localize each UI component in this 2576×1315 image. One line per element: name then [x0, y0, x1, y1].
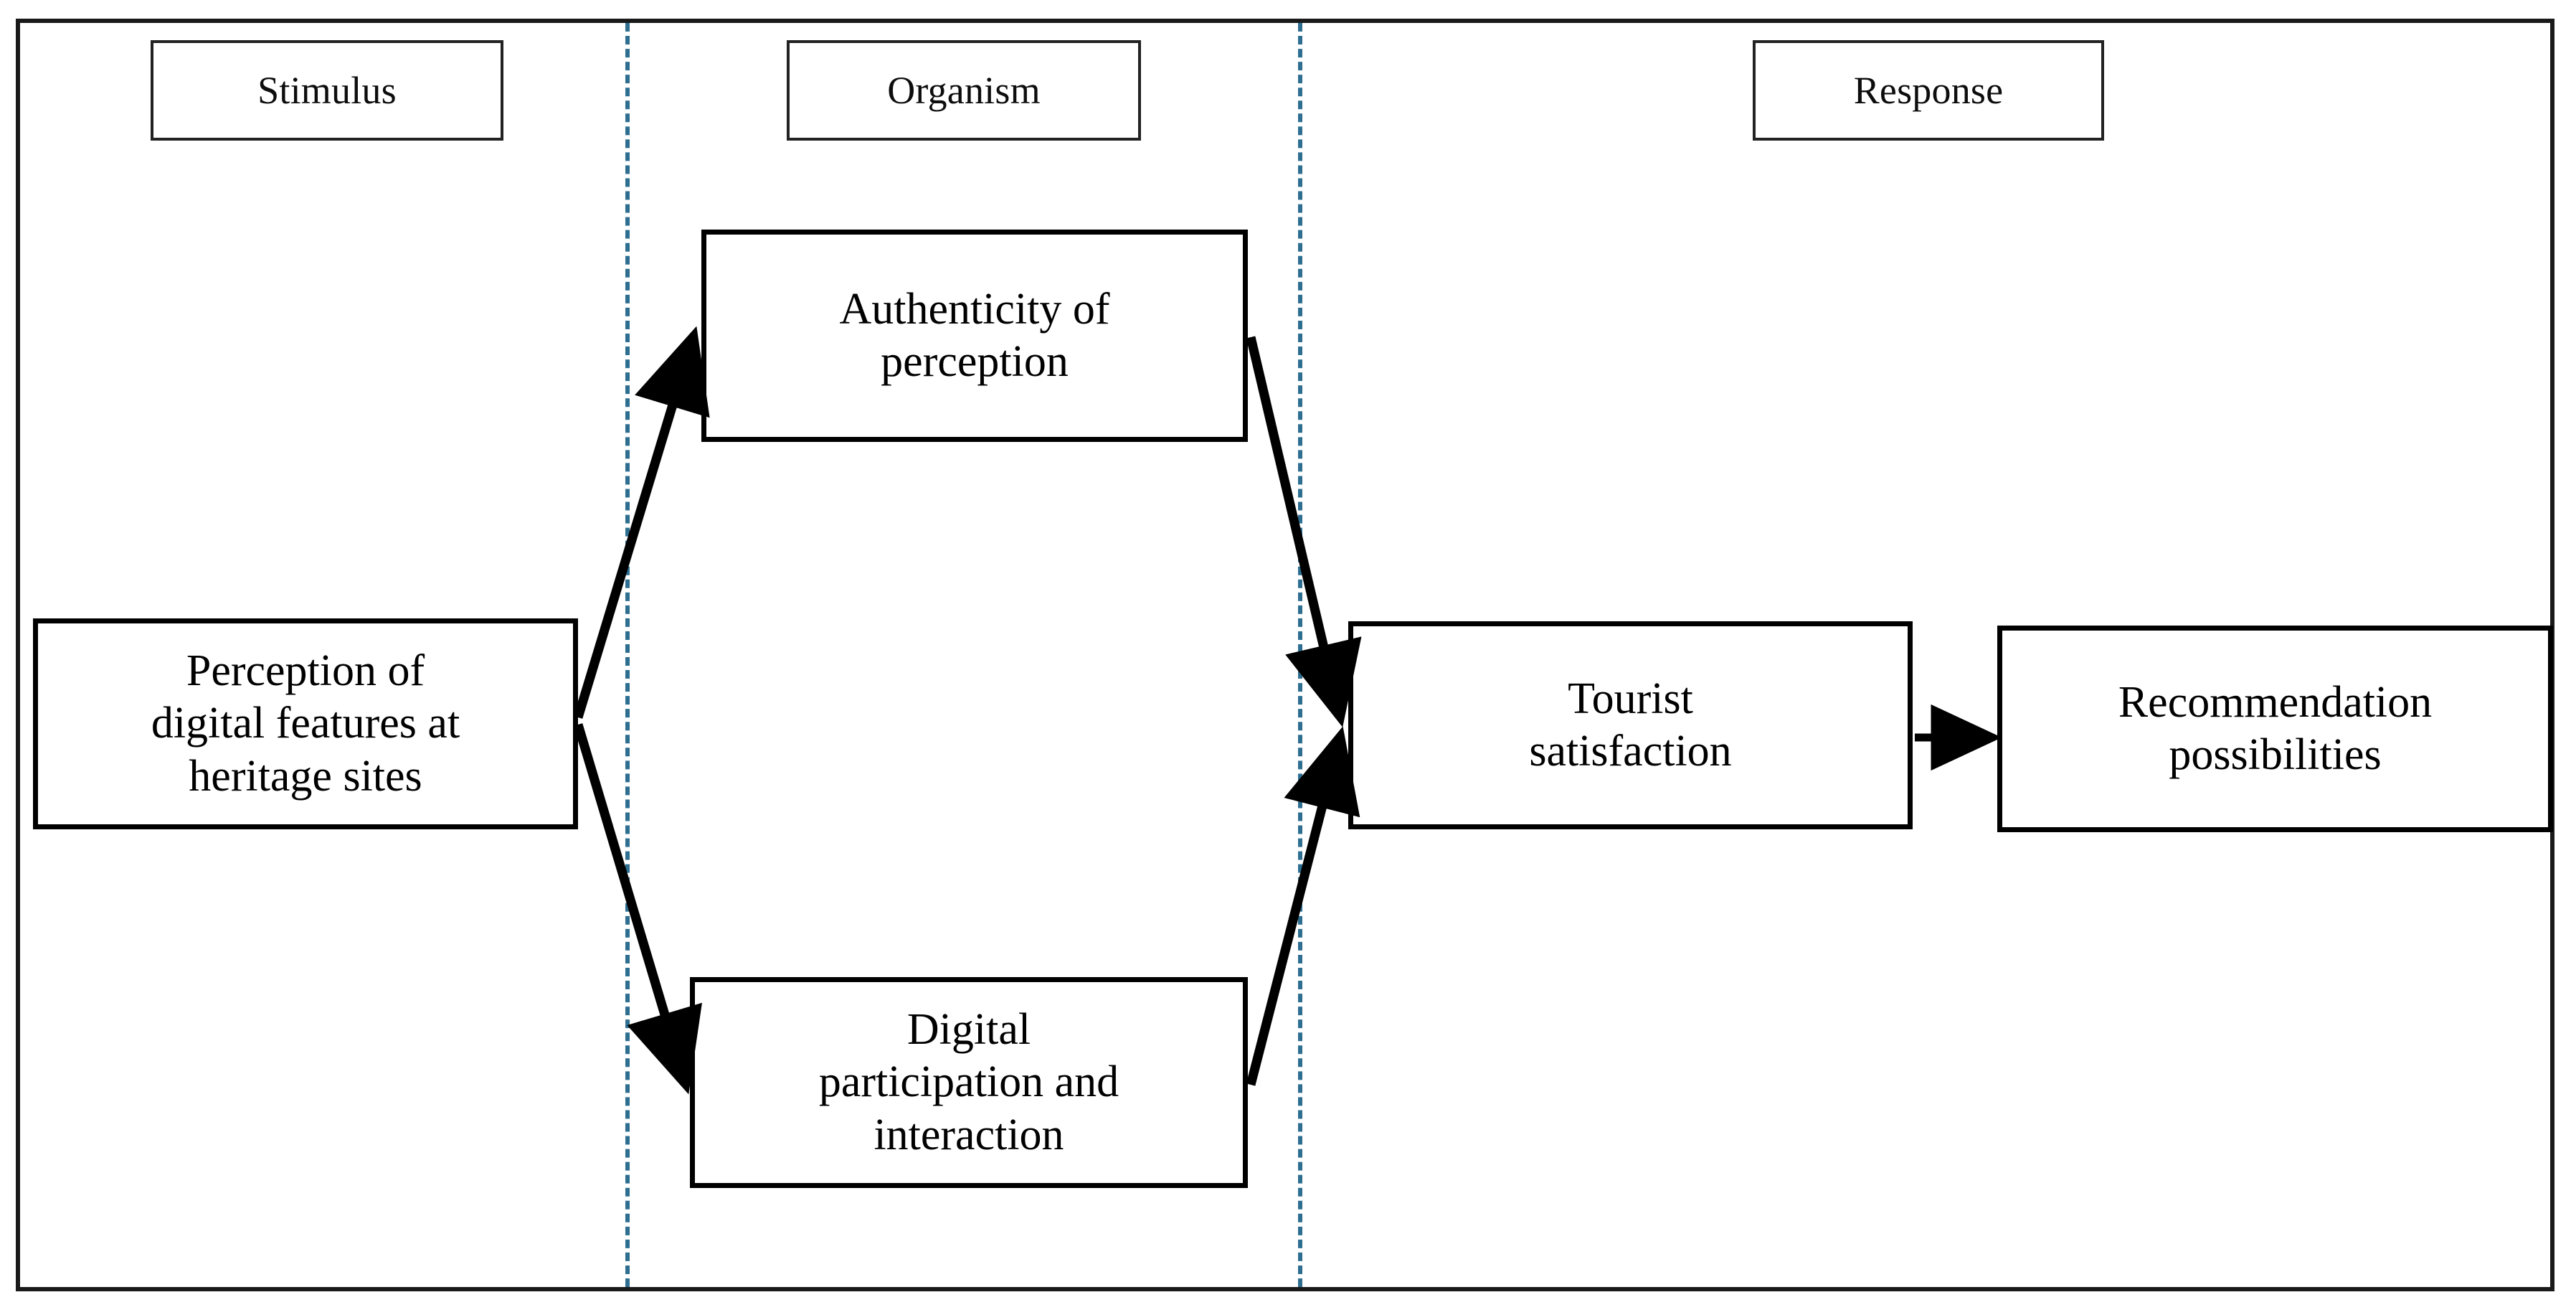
node-recommend-line-1: Recommendation [2118, 677, 2433, 727]
phase-label-stimulus-text: Stimulus [257, 69, 397, 112]
phase-label-response: Response [1753, 40, 2104, 141]
node-tourist-line-1: Tourist [1568, 674, 1693, 723]
node-perception-of-digital-features: Perception of digital features at herita… [33, 618, 578, 829]
phase-label-response-text: Response [1853, 69, 2004, 112]
node-perception-line-2: digital features at [151, 699, 460, 748]
node-authenticity-of-perception: Authenticity of perception [701, 230, 1248, 442]
phase-label-stimulus: Stimulus [151, 40, 503, 141]
divider-organism-response [1298, 23, 1302, 1287]
divider-stimulus-organism [625, 23, 630, 1287]
node-digital-participation-and-interaction: Digital participation and interaction [690, 977, 1248, 1188]
phase-label-organism-text: Organism [887, 69, 1041, 112]
node-digital-line-2: participation and [818, 1057, 1119, 1107]
node-tourist-satisfaction: Tourist satisfaction [1348, 621, 1913, 829]
node-perception-line-3: heritage sites [189, 751, 422, 801]
node-digital-line-1: Digital [906, 1005, 1031, 1055]
phase-label-organism: Organism [787, 40, 1141, 141]
node-tourist-line-2: satisfaction [1529, 727, 1732, 776]
node-authenticity-line-1: Authenticity of [839, 284, 1110, 334]
node-digital-line-3: interaction [873, 1110, 1064, 1159]
node-recommendation-possibilities: Recommendation possibilities [1997, 626, 2553, 832]
node-authenticity-line-2: perception [881, 337, 1069, 386]
node-perception-line-1: Perception of [186, 646, 425, 696]
node-recommend-line-2: possibilities [2169, 730, 2382, 779]
